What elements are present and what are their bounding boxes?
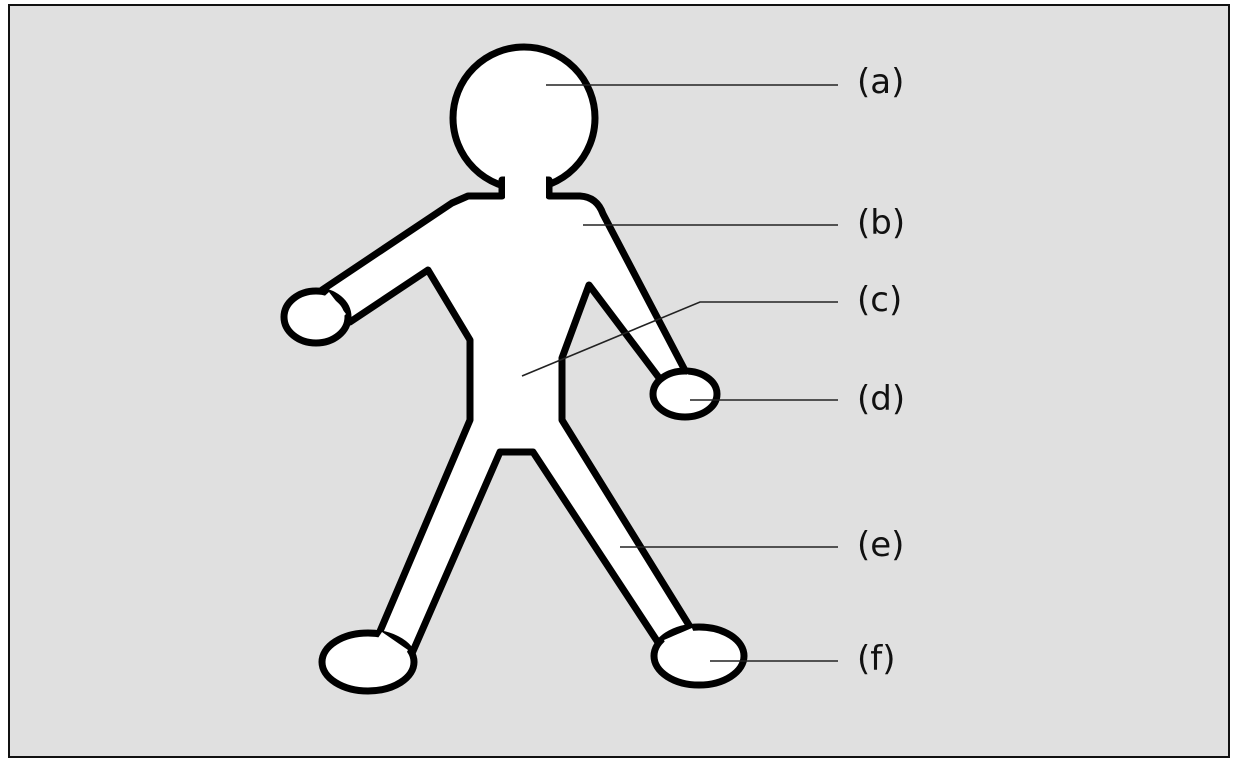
label-e: (e) [857,525,904,565]
human-figure [284,47,744,691]
label-d: (d) [857,379,905,419]
head [453,47,595,189]
label-b: (b) [857,203,905,243]
label-a: (a) [857,62,904,102]
label-f: (f) [857,639,896,679]
right-foot [654,627,744,685]
body-silhouette [322,180,692,658]
label-c: (c) [857,280,902,320]
